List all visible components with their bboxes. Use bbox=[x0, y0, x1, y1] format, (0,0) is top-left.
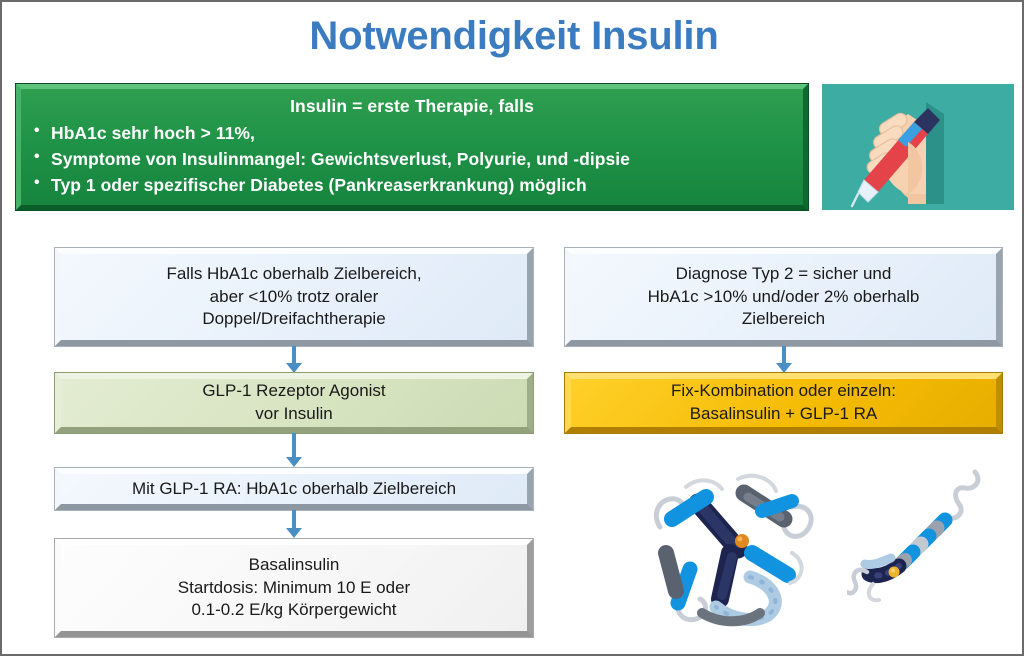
insulin-first-therapy-banner: Insulin = erste Therapie, falls HbA1c se… bbox=[15, 83, 809, 211]
flow-arrow-left-1 bbox=[286, 346, 302, 374]
banner-bullet-2: Symptome von Insulinmangel: Gewichtsverl… bbox=[31, 148, 793, 170]
arrow-shaft bbox=[292, 510, 296, 529]
hand-holding-insulin-pen-icon bbox=[822, 84, 1014, 210]
left-criteria-box: Falls HbA1c oberhalb Zielbereich, aber <… bbox=[54, 247, 534, 347]
arrow-head-icon bbox=[776, 363, 792, 373]
arrow-shaft bbox=[292, 433, 296, 458]
basal-insulin-dosing-box: Basalinsulin Startdosis: Minimum 10 E od… bbox=[54, 538, 534, 638]
arrow-head-icon bbox=[286, 363, 302, 373]
page-title: Notwendigkeit Insulin bbox=[309, 14, 719, 58]
arrow-head-icon bbox=[286, 528, 302, 538]
insulin-hexamer-ribbon-icon bbox=[642, 457, 832, 632]
flow-arrow-left-3 bbox=[286, 510, 302, 540]
arrow-head-icon bbox=[286, 457, 302, 467]
arrow-shaft bbox=[782, 346, 786, 364]
glp1-receptor-agonist-box: GLP-1 Rezeptor Agonist vor Insulin bbox=[54, 372, 534, 434]
banner-headline: Insulin = erste Therapie, falls bbox=[290, 96, 534, 116]
banner-bullet-3: Typ 1 oder spezifischer Diabetes (Pankre… bbox=[31, 174, 793, 196]
glp1-ra-above-target-box: Mit GLP-1 RA: HbA1c oberhalb Zielbereich bbox=[54, 467, 534, 511]
arrow-shaft bbox=[292, 346, 296, 364]
banner-bullet-list: HbA1c sehr hoch > 11%, Symptome von Insu… bbox=[31, 122, 793, 196]
flow-arrow-left-2 bbox=[286, 433, 302, 469]
fixed-combination-box: Fix-Kombination oder einzeln: Basalinsul… bbox=[564, 372, 1003, 434]
banner-bullet-1: HbA1c sehr hoch > 11%, bbox=[31, 122, 793, 144]
glp1-peptide-ribbon-icon bbox=[847, 462, 997, 607]
flow-arrow-right-1 bbox=[776, 346, 792, 374]
right-criteria-box: Diagnose Typ 2 = sicher und HbA1c >10% u… bbox=[564, 247, 1003, 347]
